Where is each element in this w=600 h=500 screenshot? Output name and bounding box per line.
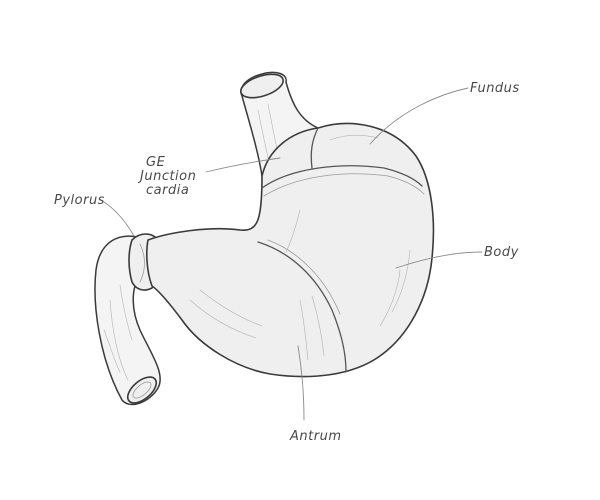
label-pylorus: Pylorus	[54, 193, 105, 208]
leader-lines	[103, 87, 483, 421]
label-cardia: cardia	[146, 183, 189, 198]
duodenum-opening	[126, 376, 158, 404]
label-junction: Junction	[137, 169, 196, 184]
label-fundus: Fundus	[470, 81, 520, 96]
body-leader	[395, 251, 483, 269]
fundus-leader	[369, 87, 469, 145]
label-antrum: Antrum	[289, 429, 341, 444]
stomach-body	[146, 122, 435, 378]
ge-junction-leader	[205, 157, 281, 173]
pylorus-leader	[103, 201, 135, 237]
label-ge: GE	[146, 155, 166, 170]
esophagus-opening	[240, 73, 284, 99]
antrum-boundary	[257, 241, 347, 373]
label-body: Body	[484, 245, 519, 260]
cardia-line	[310, 127, 319, 169]
fundus-boundary	[261, 165, 423, 189]
antrum-leader	[297, 345, 305, 421]
